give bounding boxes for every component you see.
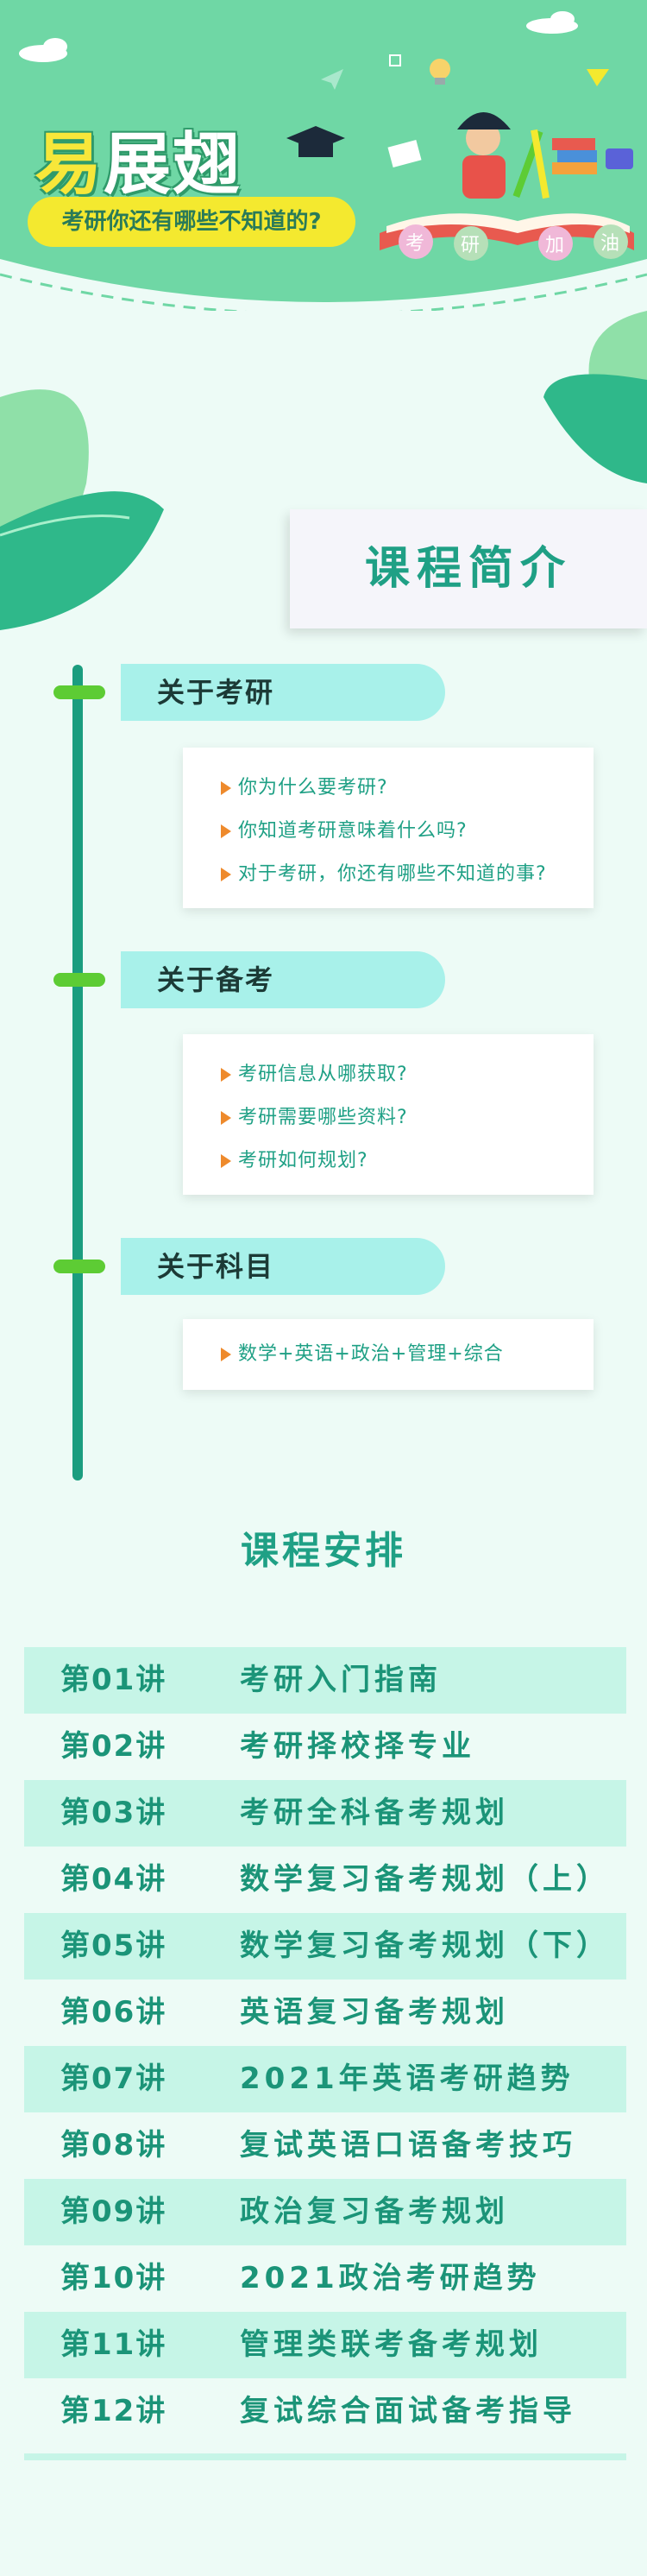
schedule-subtitle-bar <box>181 1587 543 1621</box>
schedule-table: 第01讲 考研入门指南 第02讲 考研择校择专业 第03讲 考研全科备考规划 第04讲… <box>24 1647 626 2445</box>
lecture-number: 第08讲 <box>60 2128 167 2162</box>
table-row: 第12讲 复试综合面试备考指导 <box>24 2378 626 2445</box>
list-item: 考研信息从哪获取? <box>221 1053 594 1096</box>
section-heading-kaoyan: 关于考研 <box>121 664 445 721</box>
lecture-name: 政治复习备考规划 <box>240 2194 509 2229</box>
lecture-number: 第12讲 <box>60 2394 167 2428</box>
table-row: 第10讲 2021政治考研趋势 <box>24 2245 626 2312</box>
table-row: 第01讲 考研入门指南 <box>24 1647 626 1714</box>
lecture-number: 第05讲 <box>60 1929 167 1963</box>
lecture-number: 第07讲 <box>60 2061 167 2096</box>
lecture-number: 第04讲 <box>60 1862 167 1897</box>
leaf-decoration-left <box>0 389 164 630</box>
lecture-number: 第11讲 <box>60 2327 167 2362</box>
banner-char-1: 考 <box>405 233 425 255</box>
table-row: 第05讲 数学复习备考规划（下） <box>24 1913 626 1979</box>
tagline-badge: 考研你还有哪些不知道的? <box>28 197 355 247</box>
lecture-name: 2021政治考研趋势 <box>240 2261 541 2295</box>
lecture-name: 数学复习备考规划（下） <box>240 1929 610 1963</box>
table-row: 第11讲 管理类联考备考规划 <box>24 2312 626 2378</box>
table-row: 第02讲 考研择校择专业 <box>24 1714 626 1780</box>
list-item: 你知道考研意味着什么吗? <box>221 810 594 853</box>
lecture-name: 2021年英语考研趋势 <box>240 2061 575 2096</box>
lecture-name: 英语复习备考规划 <box>240 1995 509 2030</box>
lecture-name: 考研入门指南 <box>240 1663 442 1697</box>
table-row: 第03讲 考研全科备考规划 <box>24 1780 626 1847</box>
banner-char-3: 加 <box>545 235 565 256</box>
table-bottom-border <box>24 2453 626 2460</box>
lecture-name: 复试综合面试备考指导 <box>240 2394 576 2428</box>
timeline-dot <box>53 685 105 699</box>
logo: 易展翅 <box>35 126 242 204</box>
intro-title: 课程简介 <box>364 543 572 595</box>
section-card-kemu: 数学+英语+政治+管理+综合 <box>183 1319 594 1390</box>
lecture-number: 第03讲 <box>60 1796 167 1830</box>
lecture-name: 考研择校择专业 <box>240 1729 475 1764</box>
list-item: 数学+英语+政治+管理+综合 <box>221 1333 594 1376</box>
section-card-kaoyan: 你为什么要考研? 你知道考研意味着什么吗? 对于考研，你还有哪些不知道的事? <box>183 748 594 908</box>
banner-char-2: 研 <box>461 235 481 256</box>
lecture-name: 复试英语口语备考技巧 <box>240 2128 576 2162</box>
list-item: 对于考研，你还有哪些不知道的事? <box>221 853 594 896</box>
table-row: 第09讲 政治复习备考规划 <box>24 2179 626 2245</box>
lecture-number: 第10讲 <box>60 2261 167 2295</box>
section-card-beikao: 考研信息从哪获取? 考研需要哪些资料? 考研如何规划? <box>183 1034 594 1195</box>
lecture-number: 第06讲 <box>60 1995 167 2030</box>
lecture-number: 第02讲 <box>60 1729 167 1764</box>
list-item: 考研如何规划? <box>221 1140 594 1183</box>
timeline-line <box>72 665 83 1481</box>
list-item: 考研需要哪些资料? <box>221 1096 594 1140</box>
timeline-dot <box>53 1260 105 1273</box>
lecture-number: 第01讲 <box>60 1663 167 1697</box>
table-row: 第07讲 2021年英语考研趋势 <box>24 2046 626 2112</box>
banner-char-4: 油 <box>600 233 620 255</box>
table-row: 第06讲 英语复习备考规划 <box>24 1979 626 2046</box>
lecture-number: 第09讲 <box>60 2194 167 2229</box>
leaf-decoration-right <box>543 311 647 483</box>
list-item: 你为什么要考研? <box>221 767 594 810</box>
lecture-name: 考研全科备考规划 <box>240 1796 509 1830</box>
lecture-name: 数学复习备考规划（上） <box>240 1862 610 1897</box>
intro-title-box <box>290 509 647 628</box>
timeline-dot <box>53 973 105 987</box>
section-heading-kemu: 关于科目 <box>121 1238 445 1295</box>
schedule-title: 课程安排 <box>241 1529 406 1573</box>
lecture-name: 管理类联考备考规划 <box>240 2327 543 2362</box>
section-heading-beikao: 关于备考 <box>121 951 445 1008</box>
table-row: 第08讲 复试英语口语备考技巧 <box>24 2112 626 2179</box>
table-row: 第04讲 数学复习备考规划（上） <box>24 1847 626 1913</box>
